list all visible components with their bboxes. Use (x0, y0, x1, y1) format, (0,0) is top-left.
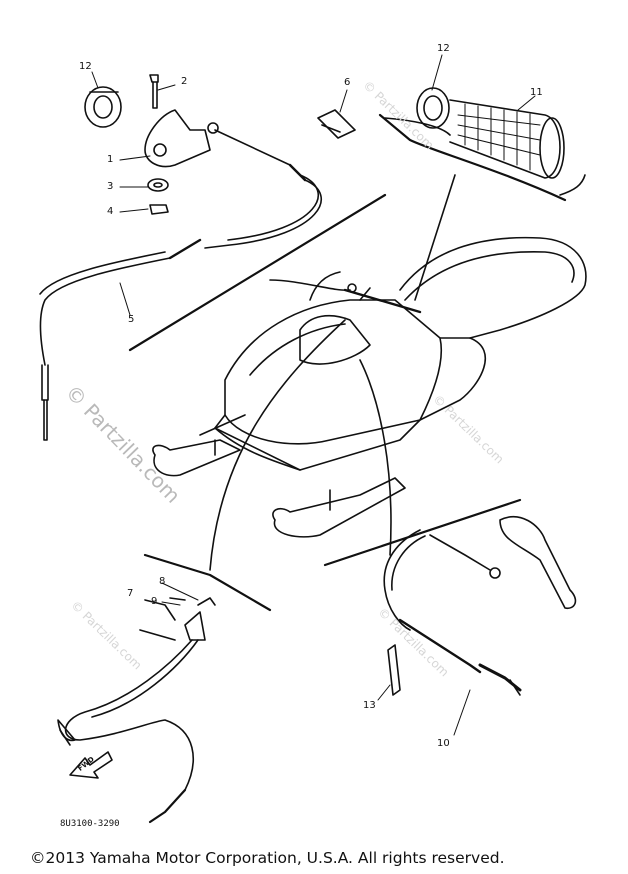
callout-5: 5 (128, 314, 135, 325)
callout-8: 8 (159, 576, 166, 587)
callout-9: 9 (151, 596, 158, 607)
callout-1: 1 (107, 154, 114, 165)
callout-13: 13 (363, 700, 376, 711)
reference-lines (128, 113, 567, 612)
callout-leaders (91, 54, 536, 736)
callout-4: 4 (107, 206, 114, 217)
callout-6: 6 (344, 77, 351, 88)
callout-12-left: 12 (79, 61, 92, 72)
speedometer-cable (57, 597, 216, 824)
diagram-part-number: 8U3100-3290 (60, 819, 120, 829)
brake-lever-assembly (383, 515, 577, 696)
snowmobile-illustration (152, 236, 587, 538)
callout-11: 11 (530, 87, 543, 98)
callout-3: 3 (107, 181, 114, 192)
throttle-lever-assembly (39, 74, 322, 441)
copyright-notice: ©2013 Yamaha Motor Corporation, U.S.A. A… (30, 849, 505, 867)
callout-10: 10 (437, 738, 450, 749)
callout-12-right: 12 (437, 43, 450, 54)
grip-assembly (384, 87, 586, 196)
callout-2: 2 (181, 76, 188, 87)
callout-7: 7 (127, 588, 134, 599)
clip-part (317, 109, 356, 139)
